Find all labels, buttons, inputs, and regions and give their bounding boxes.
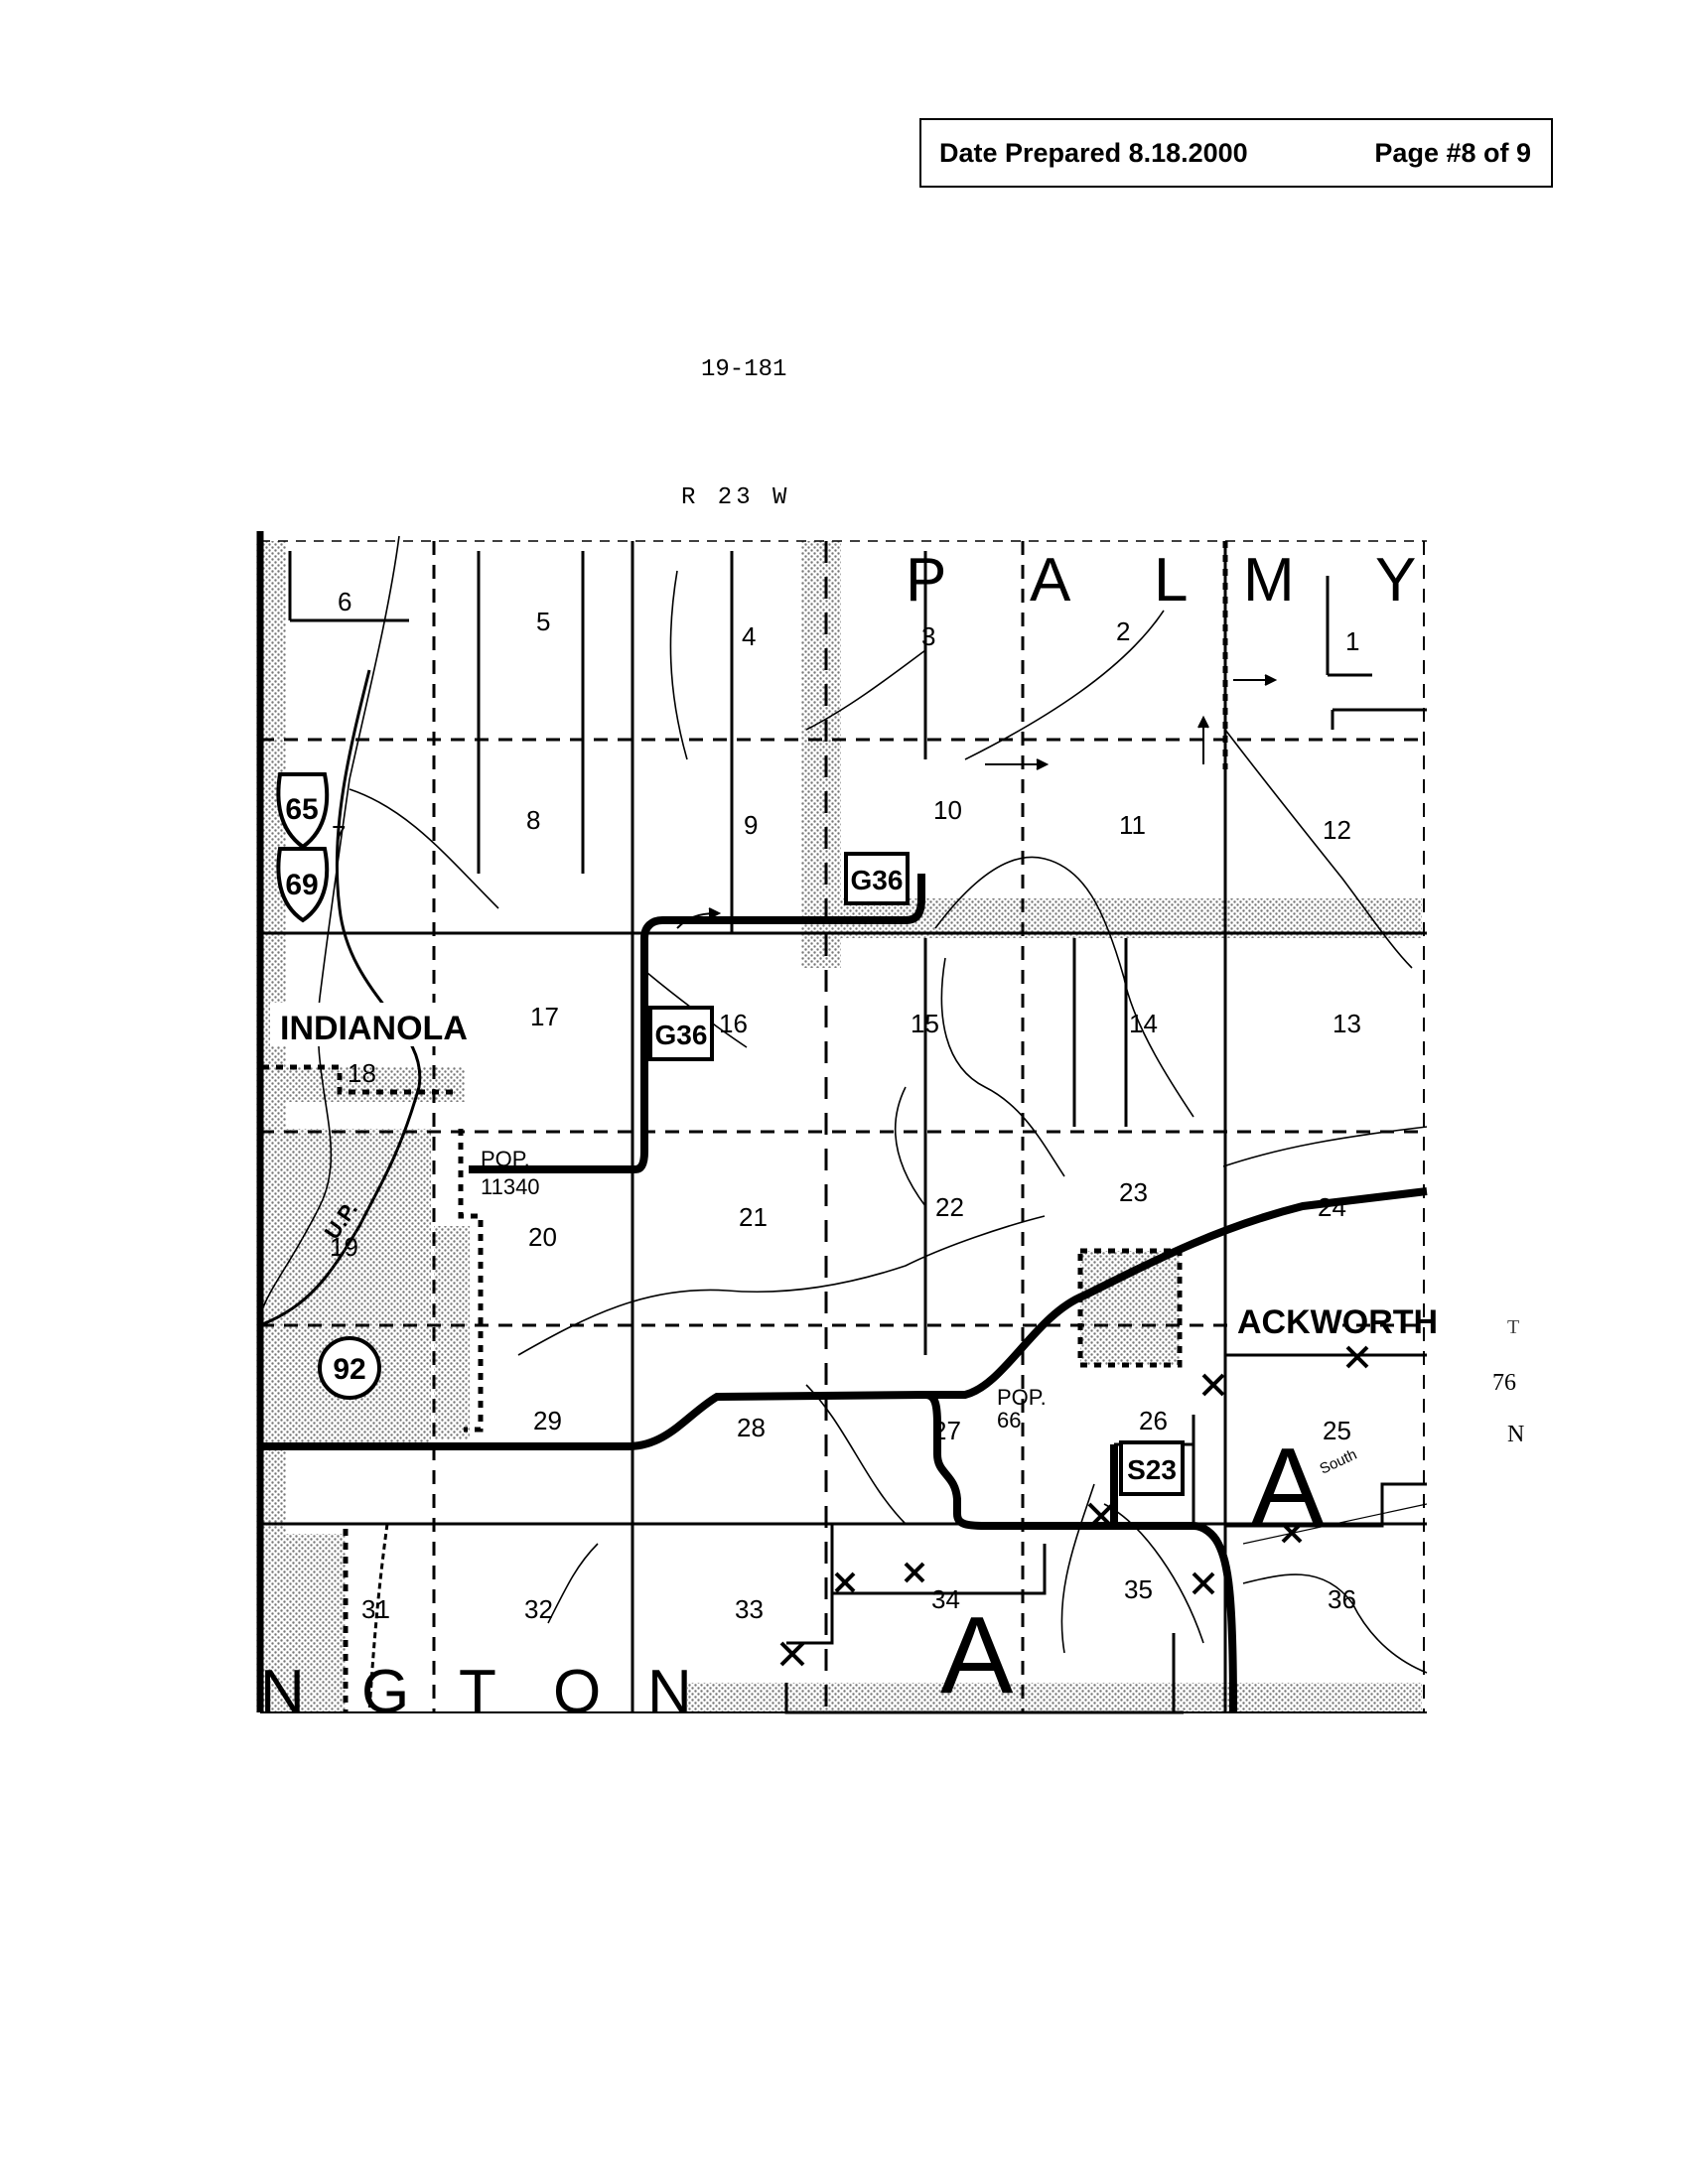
svg-text:10: 10 [933,795,962,825]
population-indianola: POP. 11340 [481,1147,540,1199]
svg-text:65: 65 [285,793,318,826]
secondary-roads [784,1353,1428,1714]
stippled-areas [256,541,1422,1712]
document-number: 19-181 [701,356,787,383]
us-69-shield: 69 [276,847,330,923]
svg-text:4: 4 [742,621,756,651]
township-n-label: N [1507,1422,1525,1447]
svg-text:1: 1 [1345,626,1359,656]
svg-text:A: A [1030,546,1071,614]
svg-text:69: 69 [285,869,318,901]
svg-text:92: 92 [333,1353,365,1386]
city-boundaries [262,541,1228,1712]
g36-shield-south: G36 [648,1006,714,1061]
svg-text:24: 24 [1318,1192,1346,1222]
svg-text:O: O [553,1658,601,1726]
header-box: Date Prepared 8.18.2000 Page #8 of 9 [919,118,1553,188]
date-prepared: Date Prepared 8.18.2000 [939,137,1248,168]
svg-text:Y: Y [1375,546,1416,614]
township-t-label: T [1507,1316,1520,1338]
svg-text:2: 2 [1116,616,1130,646]
svg-text:N: N [260,1658,305,1726]
svg-text:29: 29 [533,1406,562,1435]
page-number: Page #8 of 9 [1374,137,1531,168]
svg-text:S23: S23 [1127,1454,1177,1485]
svg-text:POP.: POP. [481,1147,530,1171]
svg-text:20: 20 [528,1222,557,1252]
route-92 [260,1391,1237,1713]
svg-text:3: 3 [921,621,935,651]
us-65-shield: 65 [276,772,330,850]
svg-text:8: 8 [526,805,540,835]
svg-text:POP.: POP. [997,1385,1047,1410]
svg-text:G: G [361,1658,409,1726]
s23-shield: S23 [1119,1440,1185,1496]
svg-text:15: 15 [911,1009,939,1038]
svg-text:33: 33 [735,1594,764,1624]
svg-text:25: 25 [1323,1416,1351,1445]
township-letters-bottom: N G T O N [260,1658,692,1726]
svg-text:9: 9 [744,810,758,840]
svg-text:27: 27 [932,1416,961,1445]
large-letter-a-east: A [1251,1426,1325,1548]
railroad [259,669,422,1713]
route-ackworth [925,1187,1428,1399]
svg-text:14: 14 [1129,1009,1158,1038]
svg-text:16: 16 [719,1009,748,1038]
svg-text:21: 21 [739,1202,768,1232]
svg-text:G36: G36 [655,1020,708,1050]
svg-text:36: 36 [1328,1584,1356,1614]
place-indianola: INDIANOLA [280,1010,468,1047]
iowa-92-shield: 92 [318,1336,381,1400]
svg-text:6: 6 [338,587,351,616]
svg-text:28: 28 [737,1413,766,1442]
highways [260,874,1428,1713]
g36-shield-north: G36 [844,852,910,905]
svg-text:11: 11 [1119,810,1146,840]
g36-route [469,874,925,1173]
svg-text:23: 23 [1119,1177,1148,1207]
crossing-marks [779,1345,1369,1667]
direction-arrows [676,674,1278,929]
svg-text:34: 34 [931,1584,960,1614]
svg-text:7: 7 [332,820,346,850]
section-numbers: 1 2 3 4 5 6 7 8 9 10 11 12 13 14 15 16 1… [330,587,1361,1624]
svg-text:18: 18 [348,1058,376,1088]
place-ackworth: ACKWORTH [1237,1303,1438,1341]
svg-text:P: P [906,546,946,614]
svg-text:35: 35 [1124,1574,1153,1604]
svg-text:13: 13 [1333,1009,1361,1038]
streams [259,535,1428,1674]
svg-text:11340: 11340 [481,1174,540,1199]
svg-text:12: 12 [1323,815,1351,845]
svg-text:66: 66 [997,1408,1021,1433]
township-map: 65 69 92 G36 G36 S23 P A L M Y N G [256,531,1438,1726]
large-letter-a-south: A [940,1594,1014,1716]
population-ackworth: POP. 66 [997,1385,1047,1433]
range-label: R 23 W [681,484,791,511]
svg-text:26: 26 [1139,1406,1168,1435]
township-number-label: 76 [1492,1370,1516,1396]
svg-text:T: T [459,1658,496,1726]
svg-text:L: L [1154,546,1188,614]
svg-text:17: 17 [530,1002,559,1031]
svg-text:32: 32 [524,1594,553,1624]
township-letters-top: P A L M Y [906,546,1416,614]
svg-text:31: 31 [361,1594,390,1624]
svg-text:19: 19 [330,1232,358,1262]
svg-text:G36: G36 [851,865,904,895]
svg-text:N: N [647,1658,692,1726]
svg-text:5: 5 [536,607,550,636]
route-shields: 65 69 92 G36 G36 S23 [276,772,1185,1496]
svg-text:22: 22 [935,1192,964,1222]
svg-text:M: M [1243,546,1295,614]
